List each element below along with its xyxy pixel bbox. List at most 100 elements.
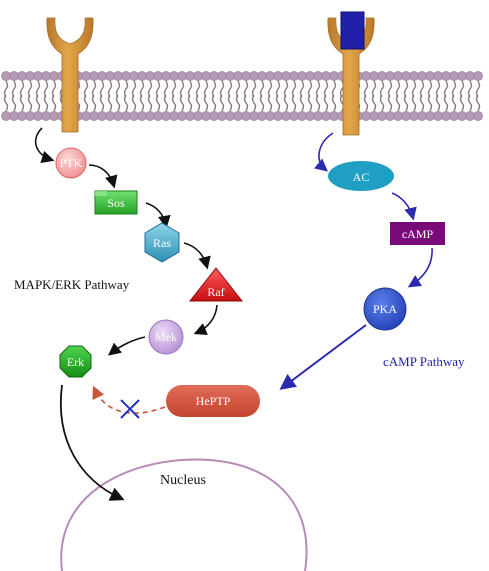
lipid-tail	[171, 80, 177, 98]
lipid-tail	[35, 80, 41, 98]
arrow-receptor-ptk	[34, 127, 55, 164]
lipid-tail	[283, 80, 289, 98]
lipid-tail	[379, 94, 385, 112]
lipid-tail	[203, 80, 209, 98]
lipid-tail	[371, 94, 377, 112]
lipid-tail	[267, 94, 273, 112]
lipid-tail	[211, 80, 217, 98]
lipid-tail	[403, 94, 409, 112]
lipid-tail	[251, 80, 257, 98]
arrow-mek-erk	[108, 336, 146, 356]
lipid-tail	[155, 80, 161, 98]
lipid-tail	[307, 94, 313, 112]
lipid-tail	[435, 80, 441, 98]
node-ac-label: AC	[353, 170, 370, 184]
lipid-tail	[427, 94, 433, 112]
lipid-tail	[227, 94, 233, 112]
lipid-tail	[395, 80, 401, 98]
lipid-tail	[195, 80, 201, 98]
node-erk-label: Erk	[67, 355, 84, 369]
node-pka: PKA	[363, 287, 407, 331]
lipid-tail	[331, 94, 337, 112]
node-heptp: HePTP	[166, 385, 260, 417]
lipid-tail	[467, 94, 473, 112]
lipid-tail	[123, 80, 129, 98]
lipid-tail	[115, 80, 121, 98]
arrow-erk-nucleus	[60, 384, 125, 501]
node-mek: Mek	[148, 319, 184, 355]
arrow-ras-raf	[183, 242, 211, 270]
lipid-tail	[387, 94, 393, 112]
mapk-pathway-label: MAPK/ERK Pathway	[14, 277, 130, 292]
lipid-tail	[275, 80, 281, 98]
lipid-tail	[19, 80, 25, 98]
lipid-tail	[43, 80, 49, 98]
arrow-camp-pka	[407, 247, 433, 288]
lipid-tail	[307, 80, 313, 98]
arrow-raf-mek	[193, 304, 218, 335]
lipid-tail	[187, 94, 193, 112]
lipid-tail	[107, 80, 113, 98]
lipid-tail	[11, 80, 17, 98]
lipid-tail	[219, 94, 225, 112]
lipid-tail	[235, 80, 241, 98]
lipid-tail	[163, 80, 169, 98]
node-sos-label: Sos	[107, 196, 125, 210]
lipid-tail	[411, 80, 417, 98]
lipid-head	[473, 71, 483, 81]
lipid-tail	[131, 94, 137, 112]
inhibition-x-icon	[120, 399, 140, 419]
node-ras-label: Ras	[153, 236, 171, 250]
lipid-tail	[291, 94, 297, 112]
lipid-tail	[195, 94, 201, 112]
lipid-tail	[275, 94, 281, 112]
lipid-tail	[427, 80, 433, 98]
ligand-icon	[340, 11, 365, 50]
lipid-tail	[147, 94, 153, 112]
lipid-tail	[147, 80, 153, 98]
lipid-head	[473, 111, 483, 121]
node-raf-label: Raf	[207, 285, 224, 299]
lipid-tail	[3, 80, 9, 98]
receptor-left-icon	[46, 17, 94, 133]
node-erk: Erk	[59, 345, 92, 378]
lipid-tail	[139, 80, 145, 98]
lipid-tail	[467, 80, 473, 98]
lipid-tail	[83, 94, 89, 112]
lipid-tail	[291, 80, 297, 98]
arrow-receptor-ac	[314, 132, 334, 172]
lipid-tail	[227, 80, 233, 98]
lipid-tail	[27, 94, 33, 112]
lipid-tail	[91, 80, 97, 98]
cell-membrane	[1, 71, 483, 121]
lipid-tail	[179, 80, 185, 98]
lipid-tail	[299, 80, 305, 98]
arrow-ac-camp	[391, 192, 417, 221]
lipid-tail	[139, 94, 145, 112]
lipid-tail	[123, 94, 129, 112]
lipid-tail	[235, 94, 241, 112]
lipid-tail	[243, 80, 249, 98]
lipid-tail	[323, 80, 329, 98]
lipid-tail	[475, 80, 481, 98]
lipid-tail	[211, 94, 217, 112]
node-pka-label: PKA	[373, 302, 397, 316]
node-mek-label: Mek	[155, 330, 177, 344]
lipid-tail	[251, 94, 257, 112]
lipid-tail	[379, 80, 385, 98]
node-ras: Ras	[144, 222, 180, 263]
nucleus-label: Nucleus	[160, 473, 206, 488]
lipid-tail	[35, 94, 41, 112]
node-camp: cAMP	[390, 222, 445, 245]
lipid-tail	[51, 94, 57, 112]
lipid-tail	[403, 80, 409, 98]
arrow-pka-heptp	[279, 324, 367, 390]
node-sos: Sos	[94, 190, 138, 215]
node-ac: AC	[328, 161, 394, 191]
lipid-tail	[411, 94, 417, 112]
lipid-tail	[115, 94, 121, 112]
node-raf: Raf	[188, 267, 244, 302]
lipid-tail	[219, 80, 225, 98]
lipid-tail	[459, 80, 465, 98]
